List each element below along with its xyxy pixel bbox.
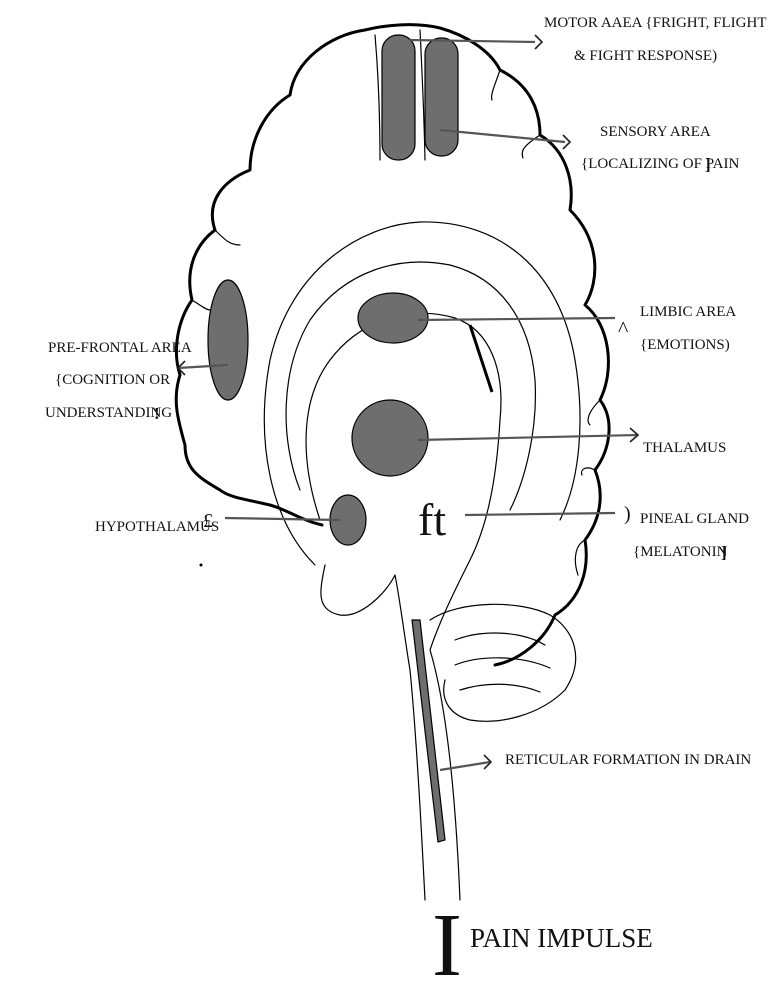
pineal-marker: ft xyxy=(418,494,446,545)
sensory-area-region xyxy=(424,37,459,157)
pain-marker: I xyxy=(432,896,462,995)
sensory-pointer xyxy=(439,128,566,144)
pineal-label-line1: PINEAL GLAND xyxy=(640,511,749,527)
gyri-lines xyxy=(191,29,601,576)
limbic-pointer xyxy=(417,316,616,322)
cerebellum-outline xyxy=(429,603,577,722)
cerebellum-folds xyxy=(454,632,551,693)
cerebrum-outline xyxy=(174,23,611,667)
motor-pointer xyxy=(409,38,536,44)
stray-dot xyxy=(199,563,203,567)
motor-arrowhead xyxy=(534,34,544,50)
reticular-label: RETICULAR FORMATION IN DRAIN xyxy=(505,752,751,768)
reticular-arrowhead xyxy=(483,754,493,770)
divider-tick xyxy=(468,324,494,393)
pineal-pointer xyxy=(464,511,616,517)
pain-impulse-label: PAIN IMPULSE xyxy=(470,923,653,953)
pineal-bracket: ) xyxy=(624,503,631,525)
limbic-label-line2: {EMOTIONS) xyxy=(640,337,730,353)
thalamus-pointer xyxy=(417,433,639,442)
pineal-label-line2: {MELATONIN xyxy=(633,544,728,560)
cingulate-inner-arc xyxy=(285,261,537,511)
thalamus-arrowhead xyxy=(629,427,640,443)
thalamus-region xyxy=(351,399,429,477)
corpus-callosum-arc xyxy=(305,312,502,561)
prefrontal-label-line2: {COGNITION OR xyxy=(55,372,170,388)
prefrontal-area-region xyxy=(207,279,249,401)
sensory-label-line2: {LOCALIZING OF PAIN xyxy=(581,156,739,172)
motor-area-region xyxy=(381,34,416,161)
prefrontal-arrowhead xyxy=(176,360,186,376)
limbic-marker: ^ xyxy=(618,316,629,341)
hypothalamus-marker: £ xyxy=(203,510,213,532)
limbic-label-line1: LIMBIC AREA xyxy=(640,304,736,320)
sensory-end-mark: ] xyxy=(705,155,711,174)
hypothalamus-pointer xyxy=(224,516,341,522)
sensory-arrowhead xyxy=(562,134,572,150)
hypothalamus-label: HYPOTHALAMUS xyxy=(95,519,219,535)
prefrontal-end-mark: ! xyxy=(154,404,160,423)
limbic-area-region xyxy=(357,292,429,344)
brainstem-outline xyxy=(320,559,471,901)
prefrontal-label-line1: PRE-FRONTAL AREA xyxy=(48,340,192,356)
reticular-pointer xyxy=(439,760,491,772)
pineal-end-mark: ] xyxy=(721,543,727,562)
reticular-formation-region xyxy=(411,619,446,843)
cingulate-outer-arc xyxy=(263,221,581,566)
prefrontal-label-line3: UNDERSTANDING xyxy=(45,405,172,421)
motor-label-line1: MOTOR AAEA {FRIGHT, FLIGHT xyxy=(544,15,767,31)
thalamus-label: THALAMUS xyxy=(643,440,726,456)
motor-label-line2: & FIGHT RESPONSE) xyxy=(574,48,717,64)
sensory-label-line1: SENSORY AREA xyxy=(600,124,711,140)
prefrontal-pointer xyxy=(177,363,229,370)
